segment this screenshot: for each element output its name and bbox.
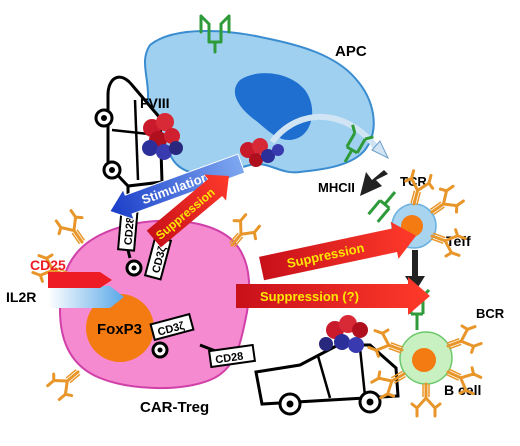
cd28-bottom-domain: CD28 — [207, 343, 257, 369]
tcr-icon — [367, 191, 397, 223]
foxp3-nucleus — [86, 294, 154, 362]
fviii-protein-bottom-icon — [319, 315, 368, 353]
bcr-receptor-3-icon — [410, 382, 442, 418]
car-treg-label: CAR-Treg — [140, 399, 209, 416]
car-bottom-icon — [254, 343, 400, 416]
fviii-protein-top-icon — [142, 113, 183, 160]
treg-receptor-bottomleft-icon — [42, 359, 89, 405]
cd28-bottom-label: CD28 — [215, 350, 245, 366]
fviii-fragment-apc-icon — [240, 138, 284, 167]
car-top-icon — [94, 75, 164, 200]
cd28-top-label: CD28 — [123, 217, 137, 246]
apc-top-receptor-icon — [199, 14, 231, 54]
tcr-mhcii-arrow — [360, 170, 388, 196]
apc-label: APC — [335, 43, 367, 60]
suppression-teff-arrow: Suppression — [259, 221, 417, 281]
mhcii-label: MHCII — [318, 180, 355, 195]
bcr-label: BCR — [476, 306, 505, 321]
cd25-arrow — [48, 272, 112, 288]
fviii-label: FVIII — [140, 95, 170, 111]
bcell-nucleus — [412, 348, 436, 372]
mhcii-icon — [343, 124, 374, 163]
il2r-arrow — [48, 286, 124, 308]
suppression-bcell-label: Suppression (?) — [260, 289, 359, 304]
suppression-bcell-arrow: Suppression (?) — [236, 277, 430, 315]
cd25-label: CD25 — [30, 257, 66, 273]
il2r-label: IL2R — [6, 289, 36, 305]
cd3z-bottom-domain: CD3ζ — [149, 312, 195, 342]
foxp3-label: FoxP3 — [97, 321, 142, 338]
